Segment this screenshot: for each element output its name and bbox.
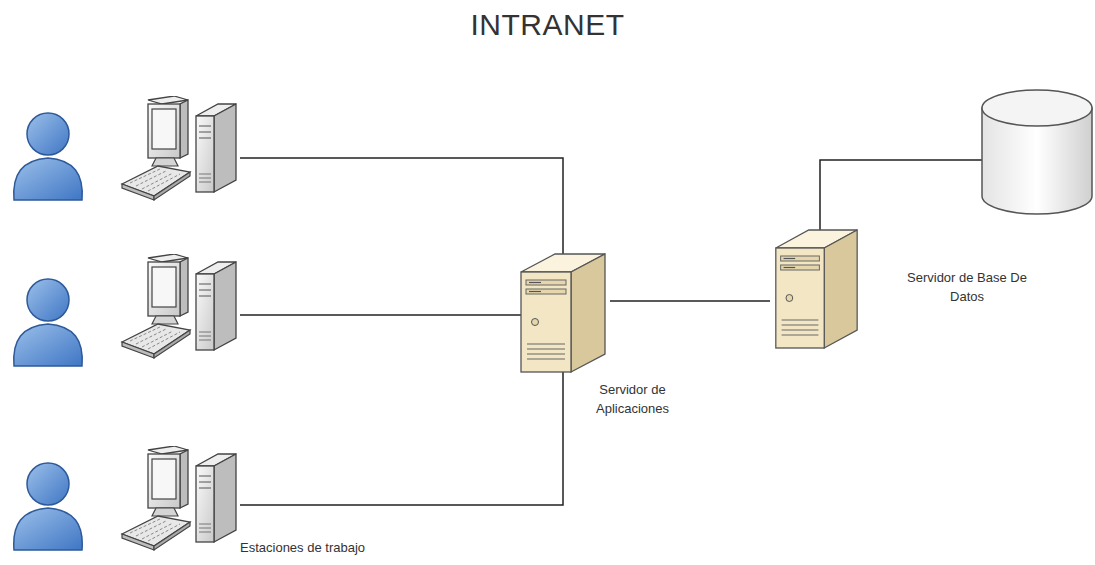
workstation-icon xyxy=(122,96,236,200)
diagram-title: INTRANET xyxy=(0,8,1095,42)
server-icon xyxy=(770,228,862,350)
user-icon xyxy=(14,279,82,366)
server-node: Servidor de Base De Datos xyxy=(770,228,862,350)
workstation-icon xyxy=(122,254,236,358)
group-label: Estaciones de trabajo xyxy=(240,538,365,557)
database-cylinder xyxy=(982,90,1092,214)
network-wire xyxy=(820,160,982,232)
user-icon xyxy=(14,113,82,200)
server-icon xyxy=(515,252,610,374)
workstation-icon xyxy=(122,446,236,550)
server-node: Servidor de Aplicaciones xyxy=(515,252,610,374)
server-label: Servidor de Aplicaciones xyxy=(585,380,680,418)
network-wire xyxy=(240,158,563,505)
user-icon xyxy=(14,463,82,550)
network-link xyxy=(610,301,770,302)
server-label: Servidor de Base De Datos xyxy=(907,268,1027,306)
